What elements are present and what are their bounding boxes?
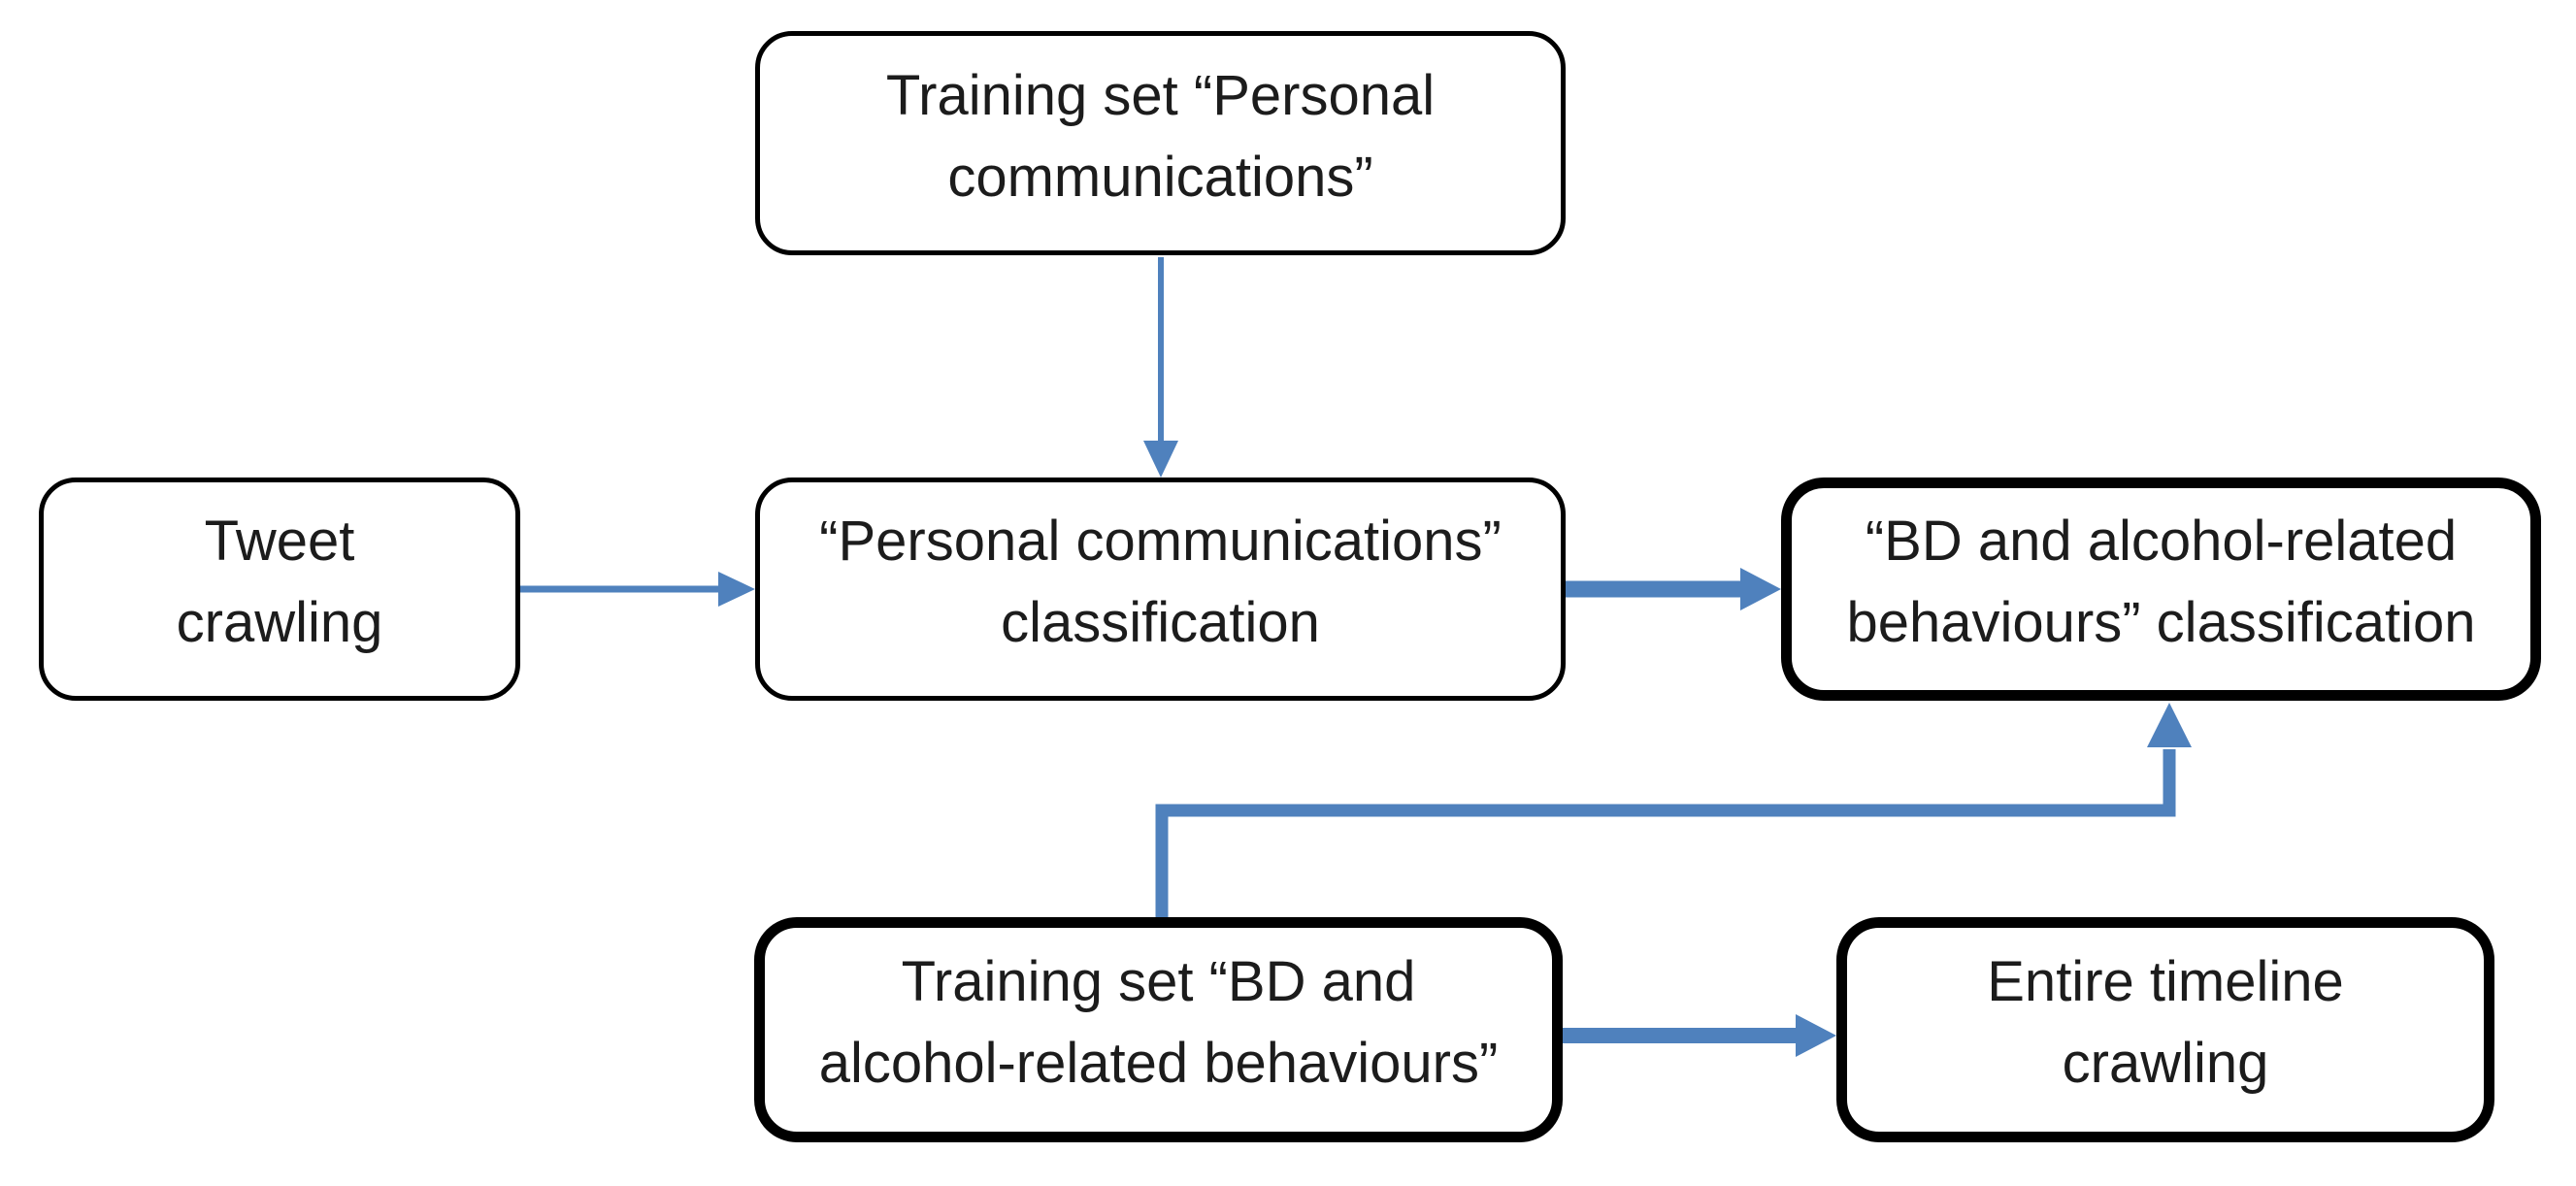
node-label: communications” (947, 145, 1373, 209)
node-label: alcohol-related behaviours” (818, 1032, 1499, 1095)
node-label: Training set “BD and (901, 950, 1416, 1013)
node-label: Training set “Personal (885, 63, 1436, 127)
node-training-set-bd-alcohol-behaviours: Training set “BD and alcohol-related beh… (754, 917, 1563, 1142)
node-tweet-crawling: Tweet crawling (39, 478, 520, 701)
node-label: Entire timeline (1987, 950, 2344, 1013)
node-personal-communications-classification: “Personal communications” classification (755, 478, 1566, 701)
node-label: Tweet (204, 510, 355, 573)
node-label: behaviours” classification (1846, 591, 2476, 654)
node-label: crawling (2062, 1032, 2269, 1095)
arrow-tweet-to-classification (520, 572, 755, 607)
node-entire-timeline-crawling: Entire timeline crawling (1836, 917, 2494, 1142)
node-label: classification (1001, 591, 1320, 654)
arrow-training-bd-to-bd-classification (1155, 703, 2192, 919)
node-bd-alcohol-behaviours-classification: “BD and alcohol-related behaviours” clas… (1781, 478, 2541, 701)
arrow-classification-to-bd-classification (1563, 568, 1781, 610)
arrow-training-bd-to-timeline (1563, 1014, 1836, 1057)
node-label: “BD and alcohol-related (1865, 510, 2458, 573)
node-label: “Personal communications” (819, 510, 1502, 573)
arrow-training-personal-to-classification (1143, 257, 1178, 478)
node-label: crawling (176, 591, 383, 654)
node-training-set-personal-communications: Training set “Personal communications” (755, 31, 1566, 255)
